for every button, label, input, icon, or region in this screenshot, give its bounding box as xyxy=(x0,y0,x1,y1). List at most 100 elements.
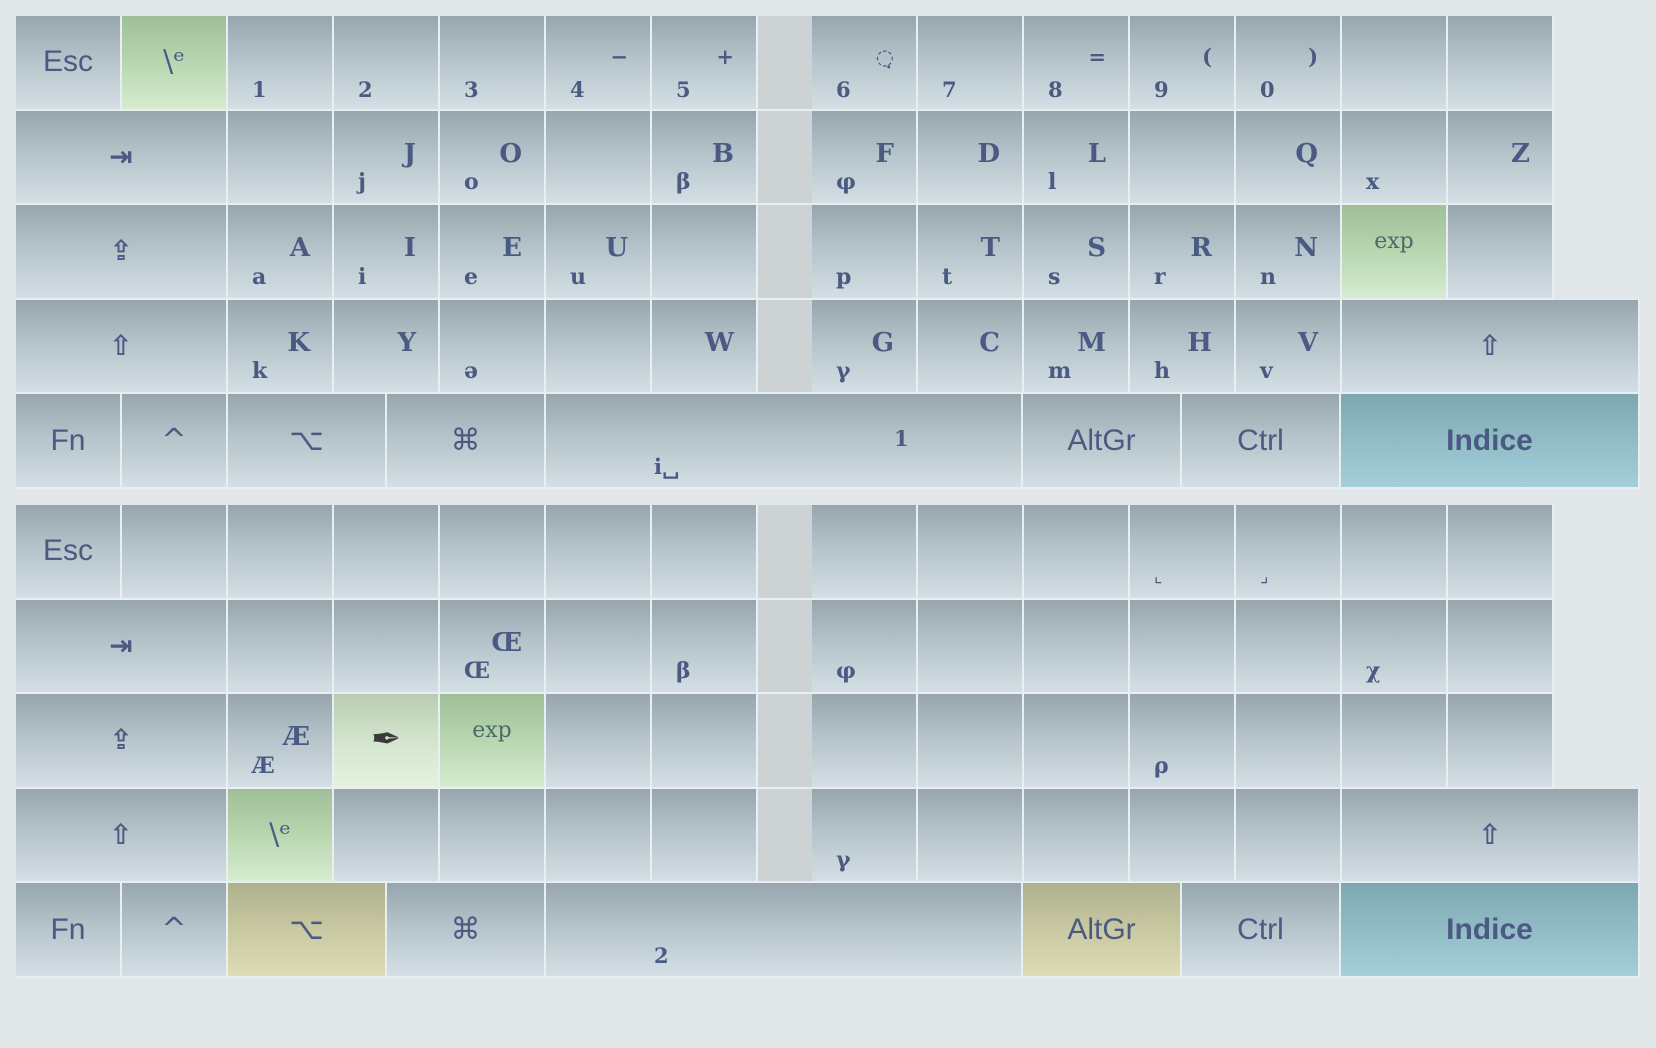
empty-key[interactable] xyxy=(1024,505,1130,600)
caps-lock-key[interactable]: ⇪ xyxy=(16,694,228,789)
bracket-key[interactable]: ⌞ xyxy=(1130,505,1236,600)
number-key[interactable]: 5+ xyxy=(652,16,758,111)
letter-key[interactable]: W xyxy=(652,299,758,395)
empty-key[interactable] xyxy=(652,205,758,300)
fn-key[interactable]: Fn xyxy=(16,883,122,978)
empty-key[interactable] xyxy=(546,299,652,395)
letter-key[interactable]: ə xyxy=(440,299,546,395)
letter-key[interactable]: p xyxy=(812,205,918,300)
empty-key[interactable] xyxy=(334,788,440,884)
number-key[interactable]: 1 xyxy=(228,16,334,111)
empty-key[interactable] xyxy=(440,505,546,600)
empty-key[interactable] xyxy=(918,599,1024,695)
pen-lock-key[interactable]: ✒ xyxy=(334,694,440,789)
empty-key[interactable] xyxy=(334,599,440,695)
empty-key[interactable] xyxy=(546,110,652,206)
empty-key[interactable] xyxy=(1236,788,1342,884)
empty-key[interactable] xyxy=(1342,694,1448,789)
number-key[interactable]: 2 xyxy=(334,16,440,111)
empty-key[interactable] xyxy=(1024,788,1130,884)
option-key[interactable]: ⌥ xyxy=(228,883,387,978)
empty-key[interactable] xyxy=(1448,694,1554,789)
empty-key[interactable] xyxy=(1024,694,1130,789)
empty-key[interactable] xyxy=(546,694,652,789)
letter-key[interactable]: χ xyxy=(1342,599,1448,695)
exp-key[interactable]: exp xyxy=(440,694,546,789)
number-key[interactable]: 6◌̣ xyxy=(812,16,918,111)
empty-key[interactable] xyxy=(334,505,440,600)
empty-key[interactable] xyxy=(918,694,1024,789)
empty-key[interactable] xyxy=(546,505,652,600)
empty-key[interactable] xyxy=(652,694,758,789)
indice-key[interactable]: Indice xyxy=(1341,394,1640,489)
letter-key[interactable]: Z xyxy=(1448,110,1554,206)
escape-key[interactable]: Esc xyxy=(16,505,122,600)
bracket-key[interactable]: ⌟ xyxy=(1236,505,1342,600)
empty-key[interactable] xyxy=(122,505,228,600)
empty-key[interactable] xyxy=(228,505,334,600)
tab-key[interactable]: ⇥ xyxy=(16,110,228,206)
backslash-e-key[interactable]: \ᵉ xyxy=(228,788,334,884)
empty-key[interactable] xyxy=(1448,599,1554,695)
shift-key[interactable]: ⇧ xyxy=(1342,299,1640,395)
letter-key[interactable]: φ xyxy=(812,599,918,695)
empty-key[interactable] xyxy=(1236,599,1342,695)
letter-key[interactable]: C xyxy=(918,299,1024,395)
empty-key[interactable] xyxy=(440,788,546,884)
shift-key[interactable]: ⇧ xyxy=(16,299,228,395)
number-key[interactable]: 4− xyxy=(546,16,652,111)
control-symbol-key[interactable]: ^ xyxy=(122,883,228,978)
command-key[interactable]: ⌘ xyxy=(387,394,546,489)
ctrl-key[interactable]: Ctrl xyxy=(1182,394,1341,489)
empty-key[interactable] xyxy=(812,505,918,600)
empty-key[interactable] xyxy=(1448,205,1554,300)
escape-key[interactable]: Esc xyxy=(16,16,122,111)
shift-key[interactable]: ⇧ xyxy=(16,788,228,884)
number-key[interactable]: 3 xyxy=(440,16,546,111)
empty-key[interactable] xyxy=(1236,694,1342,789)
empty-key[interactable] xyxy=(652,788,758,884)
letter-key[interactable]: Y xyxy=(334,299,440,395)
number-key[interactable]: 0) xyxy=(1236,16,1342,111)
altgr-key[interactable]: AltGr xyxy=(1023,883,1182,978)
indice-key[interactable]: Indice xyxy=(1341,883,1640,978)
empty-key[interactable] xyxy=(1130,599,1236,695)
exp-key[interactable]: exp xyxy=(1342,205,1448,300)
letter-key[interactable]: ρ xyxy=(1130,694,1236,789)
empty-key[interactable] xyxy=(918,505,1024,600)
empty-key[interactable] xyxy=(228,110,334,206)
empty-key[interactable] xyxy=(918,788,1024,884)
empty-key[interactable] xyxy=(1024,599,1130,695)
space-bar[interactable]: 2 xyxy=(546,883,1023,978)
space-bar[interactable]: i␣1 xyxy=(546,394,1023,489)
empty-key[interactable] xyxy=(652,505,758,600)
number-key[interactable]: 9( xyxy=(1130,16,1236,111)
empty-key[interactable] xyxy=(546,788,652,884)
empty-key[interactable] xyxy=(1448,16,1554,111)
shift-key[interactable]: ⇧ xyxy=(1342,788,1640,884)
number-key[interactable]: 8= xyxy=(1024,16,1130,111)
letter-key[interactable]: D xyxy=(918,110,1024,206)
letter-key[interactable]: γ xyxy=(812,788,918,884)
backslash-e-key[interactable]: \ᵉ xyxy=(122,16,228,111)
letter-key[interactable]: x xyxy=(1342,110,1448,206)
empty-key[interactable] xyxy=(812,694,918,789)
